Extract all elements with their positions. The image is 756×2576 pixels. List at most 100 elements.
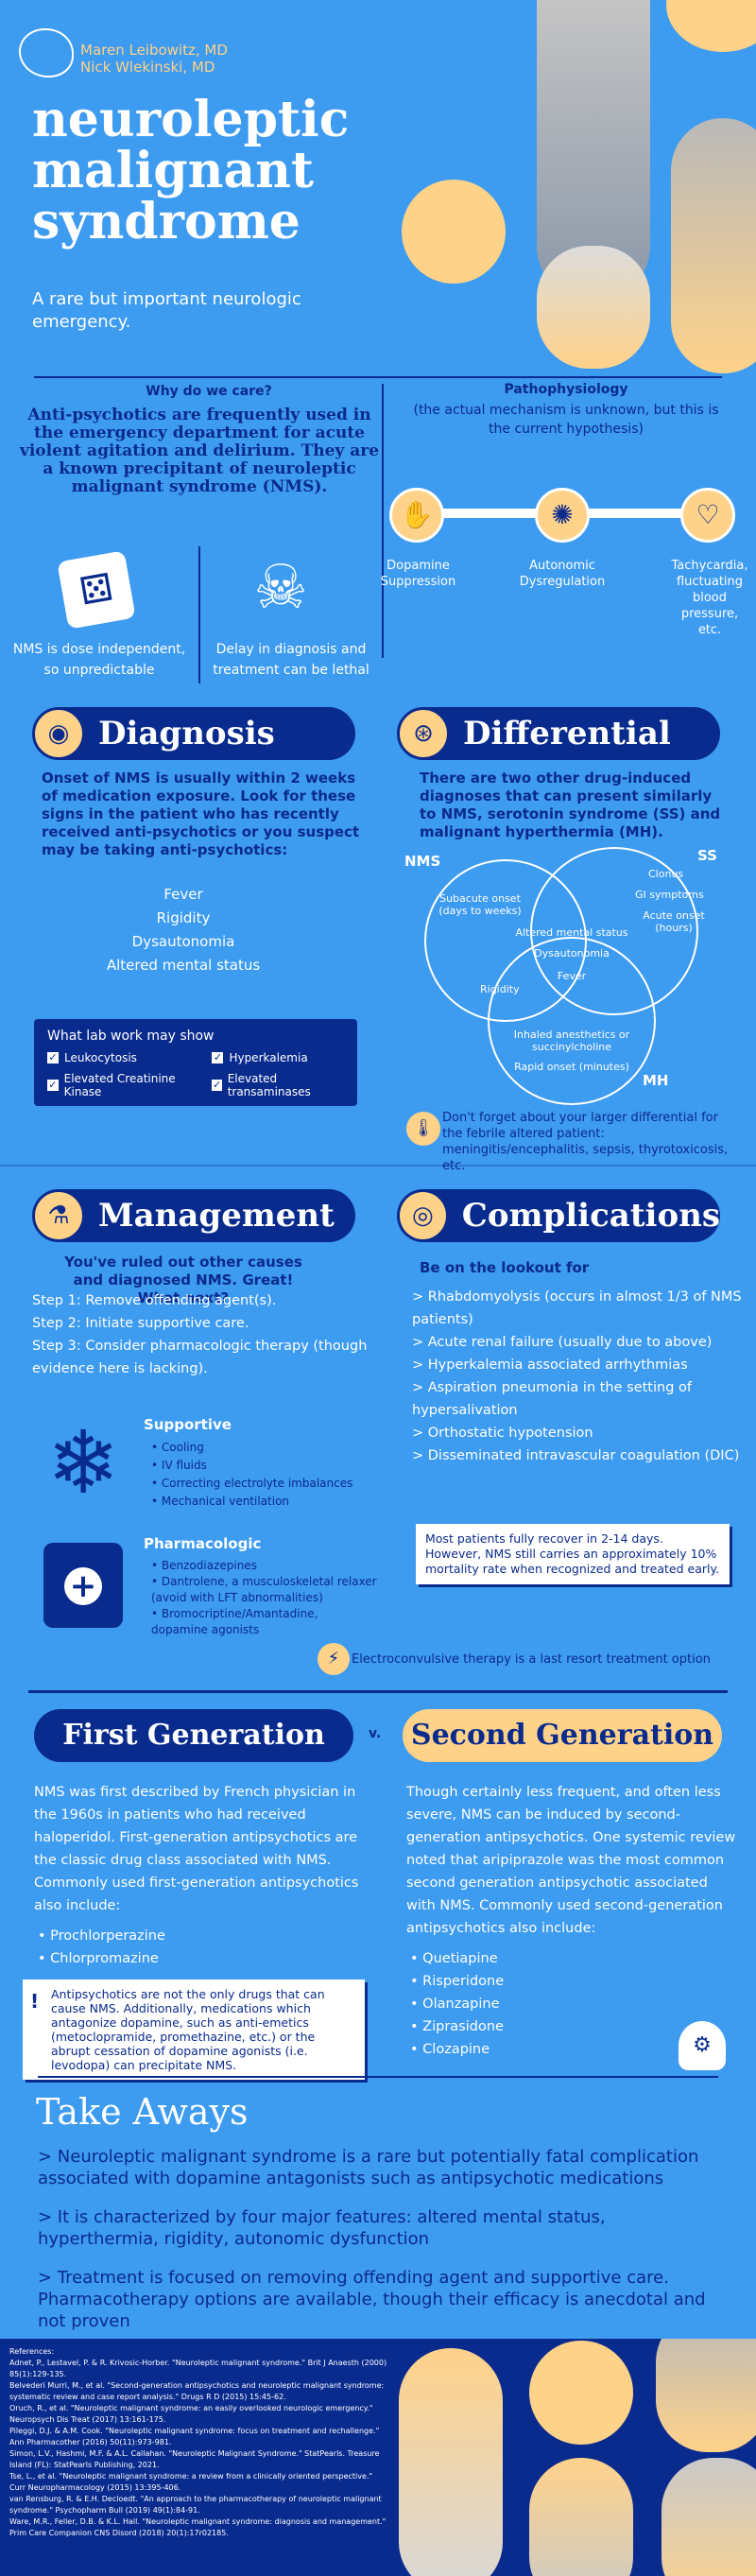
venn-label-ss: SS — [697, 847, 717, 864]
head-gear-icon: ⚙ — [679, 2021, 726, 2070]
management-steps: Step 1: Remove offending agent(s). Step … — [32, 1289, 372, 1380]
lab-item-3: ✓Elevated Creatinine Kinase — [47, 1072, 176, 1098]
pharm-heading: Pharmacologic — [144, 1535, 262, 1552]
venn-nms-mh: Rigidity — [480, 983, 520, 995]
takeaway-2: > It is characterized by four major feat… — [38, 2207, 606, 2249]
takeaways-title: Take Aways — [36, 2091, 249, 2133]
sign-dysautonomia: Dysautonomia — [131, 933, 235, 950]
pill-bottle-icon: + — [43, 1543, 123, 1628]
complications-title: Complications — [461, 1197, 720, 1235]
recovery-box: Most patients fully recover in 2-14 days… — [416, 1524, 730, 1584]
first-gen-list: Prochlorperazine Chlorpromazine — [38, 1925, 165, 1970]
alert-icon: ! — [30, 1990, 40, 2013]
sign-rigidity: Rigidity — [156, 909, 211, 926]
step-2: Step 2: Initiate supportive care. — [32, 1316, 249, 1331]
snowflake-icon: ❄ — [46, 1412, 120, 1513]
skull-caption: Delay in diagnosis and treatment can be … — [213, 642, 369, 678]
references: References: Adnet, P., Lestavel, P. & R.… — [9, 2347, 387, 2537]
section-divider — [34, 376, 722, 378]
thumbs-down-icon: ✋ — [389, 488, 444, 543]
management-title: Management — [98, 1197, 335, 1235]
section-divider-4 — [38, 2076, 718, 2078]
management-intro: You've ruled out other causes and diagno… — [64, 1253, 302, 1306]
takeaways-list: > Neuroleptic malignant syndrome is a ra… — [38, 2146, 728, 2332]
complications-title-pill: ◎ Complications — [397, 1189, 720, 1242]
venn-icon: ⊛ — [397, 707, 450, 760]
author-2: Nick Wlekinski, MD — [80, 59, 215, 76]
deco-pill-footer-1 — [399, 2348, 503, 2576]
deco-pill-footer-5 — [662, 2458, 756, 2576]
vs-label: v. — [369, 1726, 382, 1741]
sign-fever: Fever — [163, 886, 203, 903]
lab-heading: What lab work may show — [47, 1029, 215, 1044]
check-icon: ✓ — [212, 1051, 224, 1063]
heartbeat-icon: ♡ — [680, 488, 735, 543]
deco-pill-footer-2 — [529, 2341, 633, 2445]
column-divider — [382, 384, 384, 658]
deco-pill-footer-3 — [529, 2458, 633, 2576]
warning-box: ! Antipsychotics are not the only drugs … — [23, 1980, 365, 2080]
venn-label-mh: MH — [643, 1072, 669, 1089]
diagnosis-title-pill: ◉ Diagnosis — [32, 707, 355, 760]
lab-item-4: ✓Elevated transaminases — [212, 1072, 311, 1098]
spiral-icon: ◎ — [397, 1189, 449, 1242]
venn-ss-1: Clonus — [648, 868, 684, 880]
references-heading: References: — [9, 2347, 55, 2356]
differential-note: Don't forget about your larger different… — [442, 1111, 729, 1173]
differential-intro: There are two other drug-induced diagnos… — [420, 769, 721, 840]
lab-box: What lab work may show ✓Leukocytosis ✓Hy… — [34, 1019, 357, 1106]
ect-text: Electroconvulsive therapy is a last reso… — [352, 1652, 711, 1667]
venn-label-nms: NMS — [404, 853, 441, 870]
lab-item-2: ✓Hyperkalemia — [212, 1051, 308, 1064]
check-icon: ✓ — [47, 1079, 59, 1091]
complications-list: > Rhabdomyolysis (occurs in almost 1/3 o… — [412, 1289, 742, 1463]
supportive-heading: Supportive — [144, 1416, 232, 1433]
patho-step-1: Dopamine Suppression — [380, 559, 456, 589]
deco-circle-peach-2 — [402, 180, 506, 284]
dysregulation-icon: ✺ — [535, 488, 590, 543]
venn-mh: Rapid onset (minutes) — [514, 1061, 629, 1073]
section-divider-3 — [28, 1690, 728, 1693]
footer: References: Adnet, P., Lestavel, P. & R.… — [0, 2339, 756, 2576]
second-gen-list: Quetiapine Risperidone Olanzapine Zipras… — [410, 1947, 504, 2061]
brain-icon — [19, 28, 74, 78]
second-gen-body: Though certainly less frequent, and ofte… — [406, 1785, 736, 1936]
pharm-list: Benzodiazepines Dantrolene, a musculoske… — [151, 1558, 378, 1638]
venn-ss-2: GI symptoms — [635, 889, 704, 901]
differential-title: Differential — [463, 715, 671, 752]
management-title-pill: ⚗ Management — [32, 1189, 355, 1242]
patho-step-3: Tachycardia, fluctuating blood pressure,… — [671, 559, 748, 637]
venn-ss-3: Acute onset (hours) — [643, 909, 705, 934]
patho-step-2: Autonomic Dysregulation — [519, 559, 606, 589]
ect-icon: ⚡ — [318, 1643, 350, 1675]
takeaway-3: > Treatment is focused on removing offen… — [38, 2268, 706, 2331]
why-vertical-divider — [198, 546, 200, 683]
dice-caption: NMS is dose independent, so unpredictabl… — [12, 642, 186, 678]
first-gen-title: First Generation — [34, 1709, 353, 1762]
step-3: Step 3: Consider pharmacologic therapy (… — [32, 1339, 368, 1376]
diagnosis-intro: Onset of NMS is usually within 2 weeks o… — [42, 769, 360, 858]
warning-text: Antipsychotics are not the only drugs th… — [51, 1987, 325, 2072]
venn-center-3: Fever — [557, 970, 587, 982]
check-icon: ✓ — [47, 1051, 59, 1063]
why-heading: Why do we care? — [146, 384, 272, 399]
venn-diagram — [424, 847, 698, 1105]
deco-pill-gray-3 — [671, 118, 756, 373]
venn-ss-mh: Inhaled anesthetics or succinylcholine — [513, 1029, 630, 1053]
subtitle: A rare but important neurologic emergenc… — [32, 289, 301, 332]
why-body: Anti-psychotics are frequently used in t… — [19, 406, 380, 496]
section-divider-2 — [0, 1165, 756, 1167]
step-1: Step 1: Remove offending agent(s). — [32, 1293, 277, 1308]
first-gen-body: NMS was first described by French physic… — [34, 1785, 359, 1913]
page-title: neuroleptic malignant syndrome — [32, 91, 350, 251]
dice-icon: ⚄ — [57, 550, 136, 630]
second-gen-title: Second Generation — [403, 1709, 722, 1762]
venn-center-2: Dysautonomia — [534, 947, 610, 960]
patho-sub: (the actual mechanism is unknown, but th… — [413, 403, 719, 437]
diagnosis-title: Diagnosis — [98, 715, 275, 752]
patho-heading: Pathophysiology — [504, 382, 628, 397]
thermometer-icon: 🌡 — [406, 1112, 440, 1146]
eye-icon: ◉ — [32, 707, 85, 760]
complications-lookout: Be on the lookout for — [420, 1259, 590, 1276]
